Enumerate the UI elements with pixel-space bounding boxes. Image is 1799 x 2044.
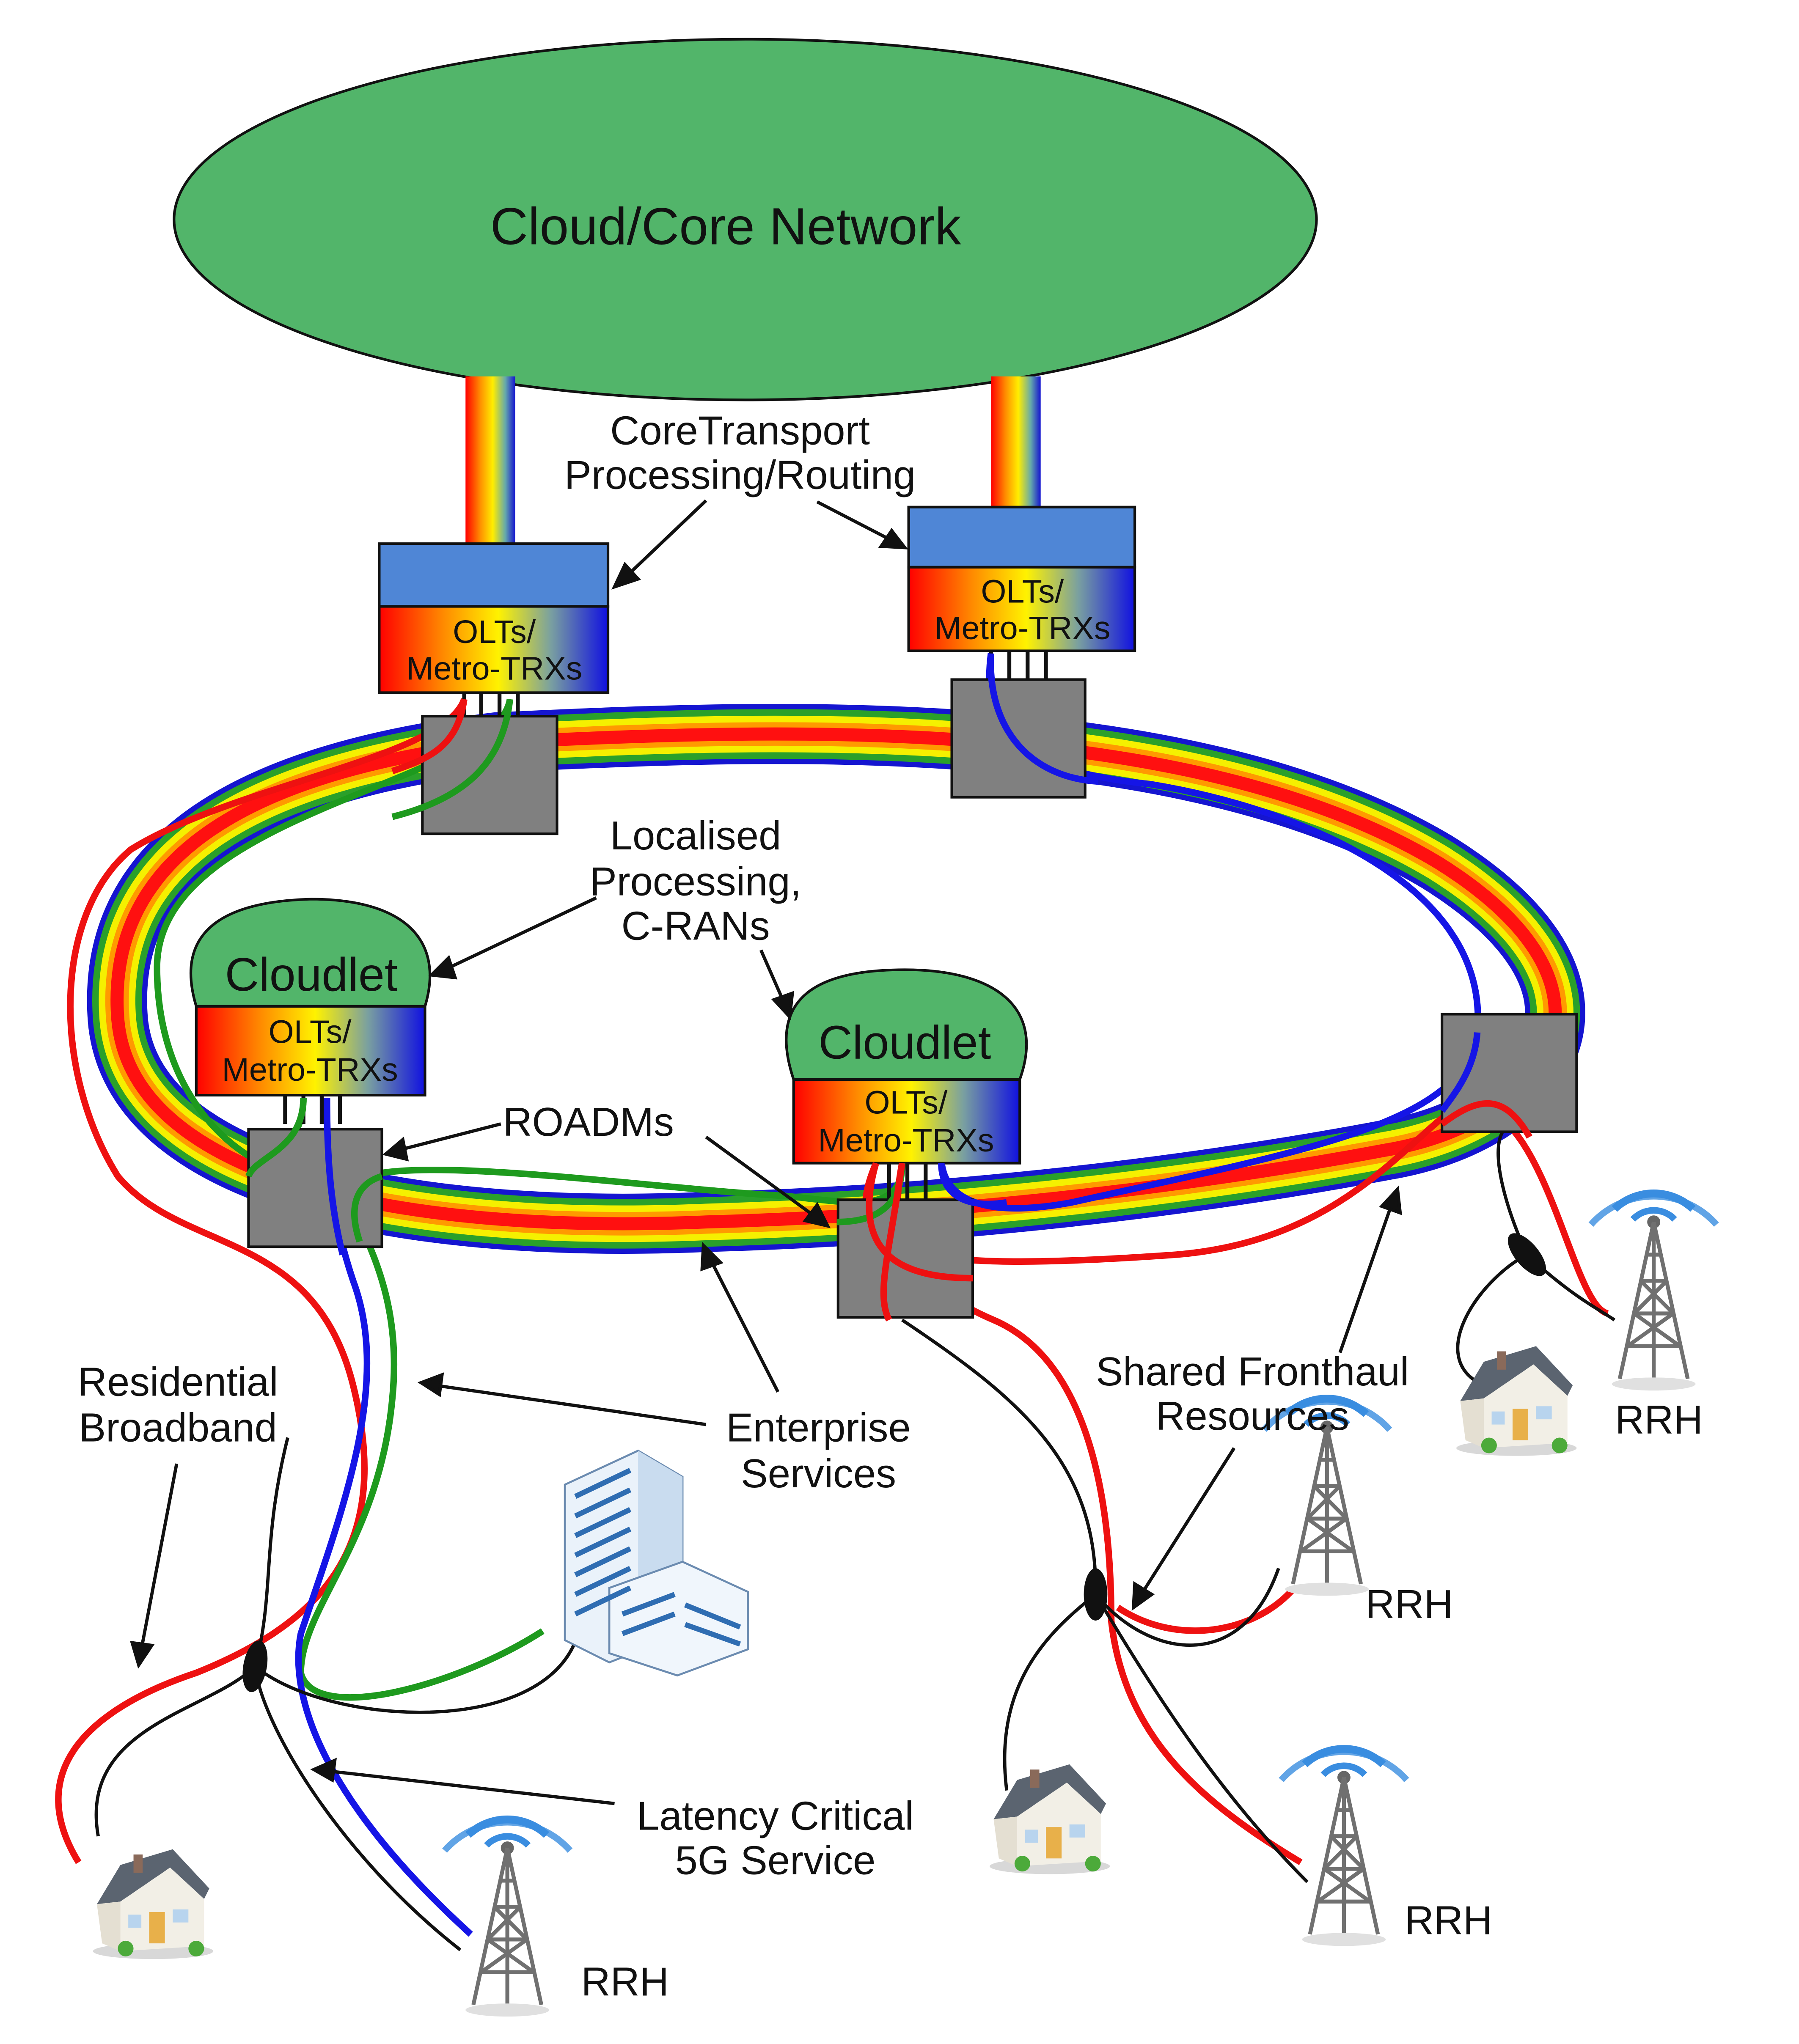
annotation-labels: CoreTransport Processing/Routing Localis… [78, 408, 1703, 2004]
office-building-icon [564, 1449, 749, 1677]
label-latency: Latency Critical [637, 1793, 914, 1838]
house-icon [1456, 1346, 1577, 1456]
fiber-red-overlay [391, 698, 468, 775]
label-latency: 5G Service [675, 1838, 876, 1883]
olt-label-line2: Metro-TRXs [934, 610, 1110, 646]
label-residential: Broadband [79, 1405, 277, 1451]
cloudlet-middle: Cloudlet OLTs/ Metro-TRXs [785, 968, 1028, 1200]
label-rrh: RRH [581, 1959, 668, 2005]
label-rrh: RRH [1615, 1397, 1703, 1442]
olt-label-line1: OLTs/ [453, 614, 536, 650]
fiber-blue-overlay [987, 653, 1099, 785]
annotation-arrows [130, 499, 1402, 1805]
olt-label-line2: Metro-TRXs [222, 1052, 398, 1088]
olt-label-line1: OLTs/ [269, 1014, 352, 1050]
label-rrh: RRH [1405, 1898, 1492, 1943]
core-uplink-right [991, 376, 1041, 510]
olt-label-line2: Metro-TRXs [818, 1122, 994, 1159]
cloudlet-label: Cloudlet [818, 1016, 991, 1069]
core-uplink-left [465, 376, 515, 549]
core-network-label: Cloud/Core Network [490, 198, 961, 256]
house-icon [93, 1849, 214, 1959]
label-residential: Residential [78, 1360, 278, 1405]
tower-icon [1591, 1193, 1716, 1390]
label-shared-fronthaul: Shared Fronthaul [1096, 1349, 1409, 1394]
tower-icon [1281, 1749, 1407, 1946]
house-icon [990, 1764, 1110, 1874]
olt-box-right: OLTs/ Metro-TRXs [907, 506, 1136, 680]
fiber-green-overlay [391, 699, 514, 820]
label-roadms: ROADMs [503, 1099, 674, 1145]
cloudlet-left: Cloudlet OLTs/ Metro-TRXs [189, 898, 432, 1124]
splitter-left [242, 1640, 268, 1692]
label-enterprise: Services [741, 1451, 896, 1496]
fiber-red-overlay [866, 1100, 1532, 1321]
label-rrh: RRH [1365, 1582, 1453, 1627]
splitter-middle [1084, 1568, 1108, 1621]
roadm-top-left [421, 714, 558, 835]
label-localised: C-RANs [621, 903, 770, 948]
olt-box-left: OLTs/ Metro-TRXs [378, 542, 610, 719]
tower-icon [445, 1819, 570, 2017]
olt-label-line1: OLTs/ [981, 573, 1064, 610]
cloudlet-label: Cloudlet [225, 948, 398, 1001]
label-enterprise: Enterprise [726, 1405, 911, 1451]
fiber-blue-overlay [324, 1098, 346, 1256]
splitter-right [1507, 1233, 1546, 1276]
olt-label-line1: OLTs/ [864, 1084, 947, 1121]
roadm-top-right [950, 678, 1087, 799]
label-localised: Localised [610, 813, 781, 858]
fiber-blue-overlay [938, 1032, 1481, 1207]
label-localised: Processing, [590, 859, 801, 904]
label-shared-fronthaul: Resources [1155, 1393, 1349, 1439]
label-core-transport: CoreTransport [610, 408, 870, 453]
olt-label-line2: Metro-TRXs [406, 651, 582, 687]
label-core-transport: Processing/Routing [564, 452, 916, 497]
core-network-ellipse [173, 38, 1318, 401]
fiber-green-overlay [245, 1098, 307, 1178]
